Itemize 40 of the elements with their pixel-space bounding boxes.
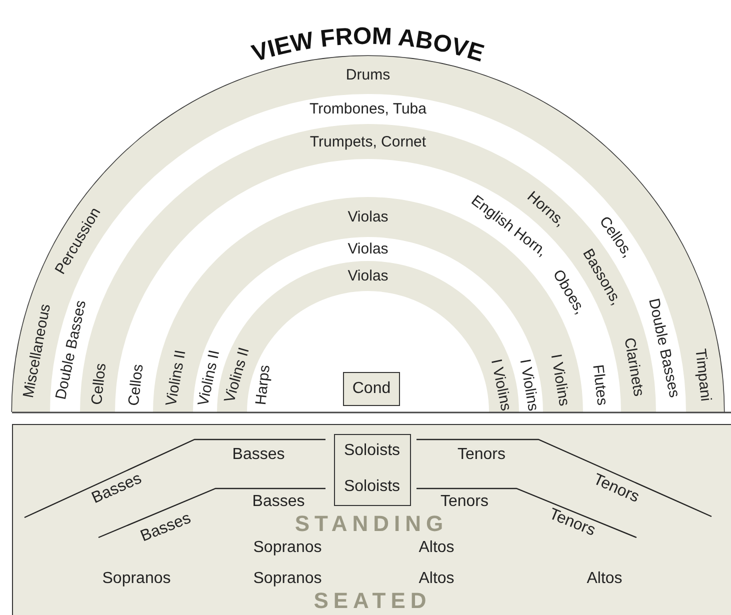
section-label: Violas <box>348 268 388 284</box>
section-label: Flutes <box>590 364 610 406</box>
section-label: Drums <box>346 68 390 82</box>
conductor-box <box>343 372 400 406</box>
choir-area-panel <box>12 424 731 615</box>
voice-label: Tenors <box>457 446 506 462</box>
voice-label: Basses <box>252 494 305 510</box>
section-label: I Violins <box>548 352 572 407</box>
zone-label: STANDING <box>294 512 448 534</box>
voice-label: Tenors <box>440 494 489 510</box>
section-label: Clarinets <box>622 336 647 398</box>
voice-label: Basses <box>232 446 285 462</box>
section-label: Cellos <box>126 364 146 407</box>
voice-label: Sopranos <box>102 570 171 586</box>
section-label: Violas <box>348 210 388 224</box>
section-label: Trumpets, Cornet <box>310 134 426 150</box>
voice-label: Sopranos <box>253 570 322 586</box>
section-label: Violins II <box>195 348 222 408</box>
section-label: Violas <box>348 242 388 256</box>
section-label: Trombones, Tuba <box>310 102 426 116</box>
soloists-box <box>334 434 410 506</box>
box-label: Soloists <box>344 443 400 459</box>
section-label: Double Basses <box>646 297 682 399</box>
box-label: Cond <box>352 380 391 396</box>
voice-label: Altos <box>418 540 454 556</box>
zone-label: SEATED <box>314 590 432 612</box>
section-label: I Violins <box>517 358 540 412</box>
box-label: Soloists <box>344 479 400 495</box>
voice-label: Altos <box>418 570 454 586</box>
section-label: Timpani <box>692 348 714 402</box>
title: VIEW FROM ABOVE <box>248 22 488 68</box>
voice-label: Altos <box>586 570 622 586</box>
voice-label: Basses <box>138 510 193 545</box>
voice-label: Sopranos <box>253 540 322 556</box>
section-label: Violins II <box>164 349 188 408</box>
section-label: Violins II <box>222 346 252 404</box>
section-label: I Violins <box>488 358 514 412</box>
section-label: Cellos <box>90 362 110 406</box>
section-label: Harps <box>253 364 273 406</box>
section-label: Double Basses <box>54 299 90 401</box>
